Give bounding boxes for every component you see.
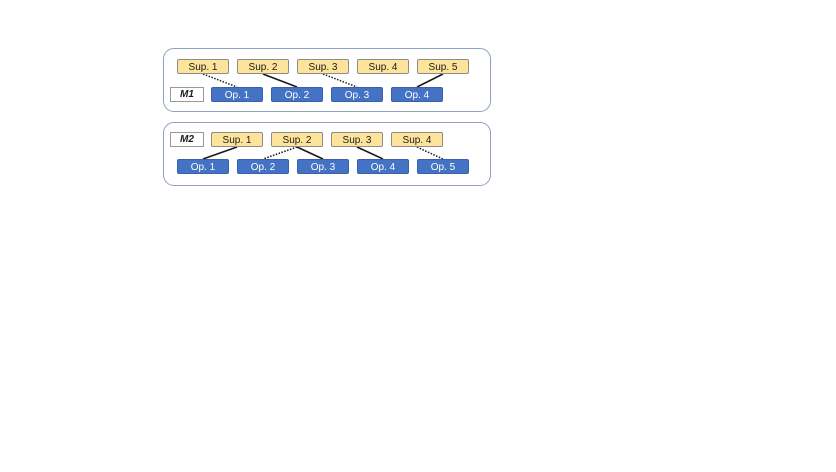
m1-operation-1: Op. 1 [211, 87, 263, 102]
model-label-m1: M1 [170, 87, 204, 102]
m2-operation-3: Op. 3 [297, 159, 349, 174]
m1-operation-3: Op. 3 [331, 87, 383, 102]
m1-supplier-2: Sup. 2 [237, 59, 289, 74]
m1-supplier-3: Sup. 3 [297, 59, 349, 74]
m1-operation-2: Op. 2 [271, 87, 323, 102]
m2-supplier-2: Sup. 2 [271, 132, 323, 147]
m1-operation-4: Op. 4 [391, 87, 443, 102]
m2-operation-1: Op. 1 [177, 159, 229, 174]
m1-supplier-4: Sup. 4 [357, 59, 409, 74]
m1-supplier-5: Sup. 5 [417, 59, 469, 74]
m2-operation-4: Op. 4 [357, 159, 409, 174]
model-panel-m1 [163, 48, 491, 112]
m2-operation-2: Op. 2 [237, 159, 289, 174]
m2-supplier-4: Sup. 4 [391, 132, 443, 147]
m2-supplier-3: Sup. 3 [331, 132, 383, 147]
model-label-m2: M2 [170, 132, 204, 147]
m2-operation-5: Op. 5 [417, 159, 469, 174]
m2-supplier-1: Sup. 1 [211, 132, 263, 147]
m1-supplier-1: Sup. 1 [177, 59, 229, 74]
